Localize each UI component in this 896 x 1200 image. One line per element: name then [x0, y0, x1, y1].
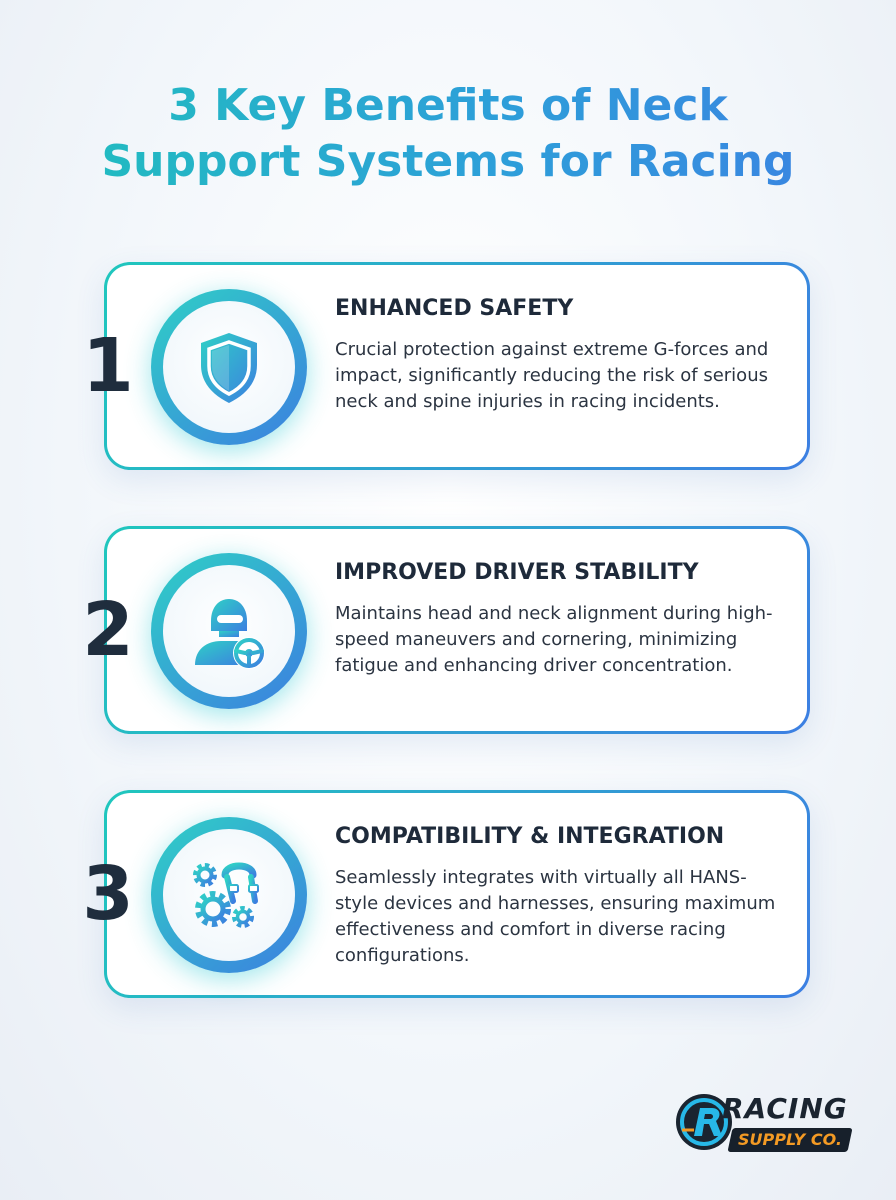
- logo-word-supply-text: SUPPLY CO.: [738, 1130, 842, 1149]
- logo-r-emblem-icon: [672, 1090, 736, 1154]
- page-title: 3 Key Benefits of Neck Support Systems f…: [0, 78, 896, 190]
- benefit-icon-badge: [151, 553, 307, 709]
- page-title-line-2: Support Systems for Racing: [101, 136, 795, 187]
- logo-word-supply: SUPPLY CO.: [727, 1128, 853, 1152]
- logo-word-racing: RACING: [722, 1092, 848, 1125]
- benefit-icon-badge: [151, 817, 307, 973]
- benefit-number: 3: [82, 851, 134, 937]
- benefit-heading: IMPROVED DRIVER STABILITY: [335, 560, 699, 585]
- driver-steering-wheel-icon: [195, 599, 265, 669]
- benefit-description: Seamlessly integrates with virtually all…: [335, 867, 776, 966]
- benefit-card-safety: ENHANCED SAFETY Crucial protection again…: [104, 262, 810, 470]
- benefit-description: Crucial protection against extreme G-for…: [335, 339, 769, 412]
- benefit-description: Maintains head and neck alignment during…: [335, 603, 773, 676]
- page-title-line-1: 3 Key Benefits of Neck: [168, 80, 728, 131]
- benefit-icon-badge: [151, 289, 307, 445]
- shield-icon: [201, 333, 257, 403]
- benefit-card-compatibility: COMPATIBILITY & INTEGRATION Seamlessly i…: [104, 790, 810, 998]
- benefit-heading: COMPATIBILITY & INTEGRATION: [335, 824, 725, 849]
- brand-logo: RACING SUPPLY CO.: [672, 1090, 862, 1162]
- benefit-number: 2: [82, 587, 134, 673]
- gears-harness-icon: [193, 862, 259, 928]
- benefit-card-stability: IMPROVED DRIVER STABILITY Maintains head…: [104, 526, 810, 734]
- benefit-number: 1: [82, 323, 134, 409]
- benefit-heading: ENHANCED SAFETY: [335, 296, 574, 321]
